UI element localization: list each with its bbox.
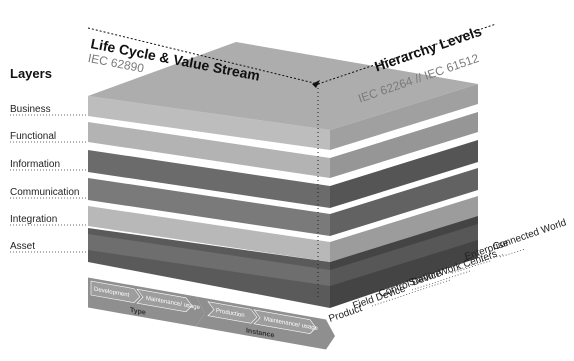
business-slab-left bbox=[88, 96, 330, 150]
axis-lines bbox=[87, 23, 497, 298]
communication-slab-left bbox=[88, 178, 330, 236]
layer-label-business: Business bbox=[10, 104, 51, 115]
layer-label-functional: Functional bbox=[10, 131, 56, 142]
information-slab-right bbox=[330, 140, 478, 208]
leader-field-device bbox=[411, 270, 471, 291]
functional-slab-right bbox=[330, 112, 478, 178]
layer-label-information: Information bbox=[10, 159, 60, 170]
lifecycle-axis-line bbox=[87, 27, 319, 85]
instance-step-maintenance bbox=[253, 309, 317, 334]
communication-slab-right bbox=[330, 168, 478, 236]
integration-slab-left bbox=[88, 206, 330, 262]
layers-heading: Layers bbox=[10, 66, 52, 81]
layer-label-communication: Communication bbox=[10, 187, 79, 198]
layer-labels: Business Functional Information Communic… bbox=[10, 104, 88, 253]
leader-control-device bbox=[451, 260, 491, 274]
layer-stack bbox=[88, 42, 478, 308]
information-slab-left bbox=[88, 150, 330, 208]
asset-slab-right bbox=[330, 224, 478, 286]
instance-label: Instance bbox=[246, 327, 274, 339]
leader-station bbox=[447, 253, 506, 274]
type-step-development bbox=[90, 280, 141, 303]
asset-slab-left bbox=[88, 234, 330, 286]
top-face bbox=[88, 42, 478, 130]
axis-arrowhead bbox=[312, 80, 320, 88]
business-slab-right bbox=[330, 84, 478, 150]
instance-step-production-label: Production bbox=[216, 308, 245, 319]
integration-slab-right bbox=[330, 196, 478, 262]
type-label: Type bbox=[130, 307, 146, 317]
leader-work-centers bbox=[499, 248, 526, 258]
hierarchy-axis-line bbox=[317, 23, 497, 85]
instance-step-production bbox=[207, 301, 258, 324]
layer-label-asset: Asset bbox=[10, 241, 35, 252]
lifecycle-band: Development Maintenance/ usage Type Prod… bbox=[88, 277, 335, 350]
functional-slab-left bbox=[88, 122, 330, 178]
hierarchy-level-connected-world: Connected World bbox=[491, 217, 567, 252]
type-step-maintenance bbox=[136, 288, 193, 313]
layer-label-integration: Integration bbox=[10, 214, 57, 225]
